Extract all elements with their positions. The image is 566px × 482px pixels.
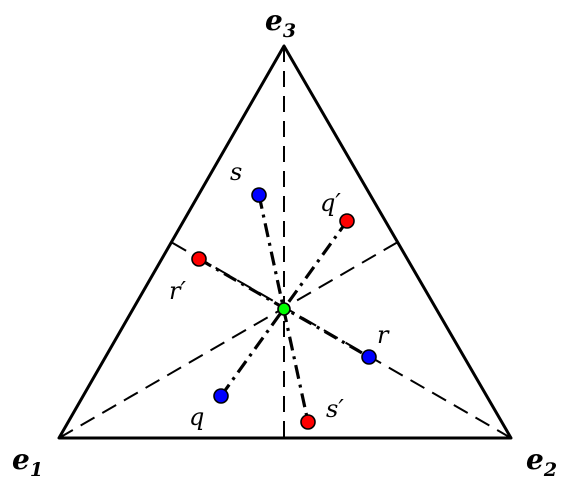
point-r-prime bbox=[191, 251, 207, 267]
point-s bbox=[251, 187, 267, 203]
triangle-outline bbox=[57, 44, 513, 440]
vertex-label-e2: e2 bbox=[526, 443, 557, 481]
point-r bbox=[361, 349, 377, 365]
point-center bbox=[277, 302, 291, 316]
point-q-prime bbox=[339, 213, 355, 229]
vertex-label-e3: e3 bbox=[265, 4, 296, 42]
point-q bbox=[213, 388, 229, 404]
label-s: s bbox=[230, 158, 242, 186]
label-s-prime: s′ bbox=[326, 395, 344, 423]
vertex-label-e1: e1 bbox=[12, 443, 43, 481]
label-q: q bbox=[189, 403, 204, 431]
point-s-prime bbox=[300, 414, 316, 430]
label-r: r bbox=[377, 321, 390, 349]
label-q-prime: q′ bbox=[320, 189, 341, 217]
label-r-prime: r′ bbox=[169, 277, 186, 305]
median-e1 bbox=[58, 241, 399, 439]
